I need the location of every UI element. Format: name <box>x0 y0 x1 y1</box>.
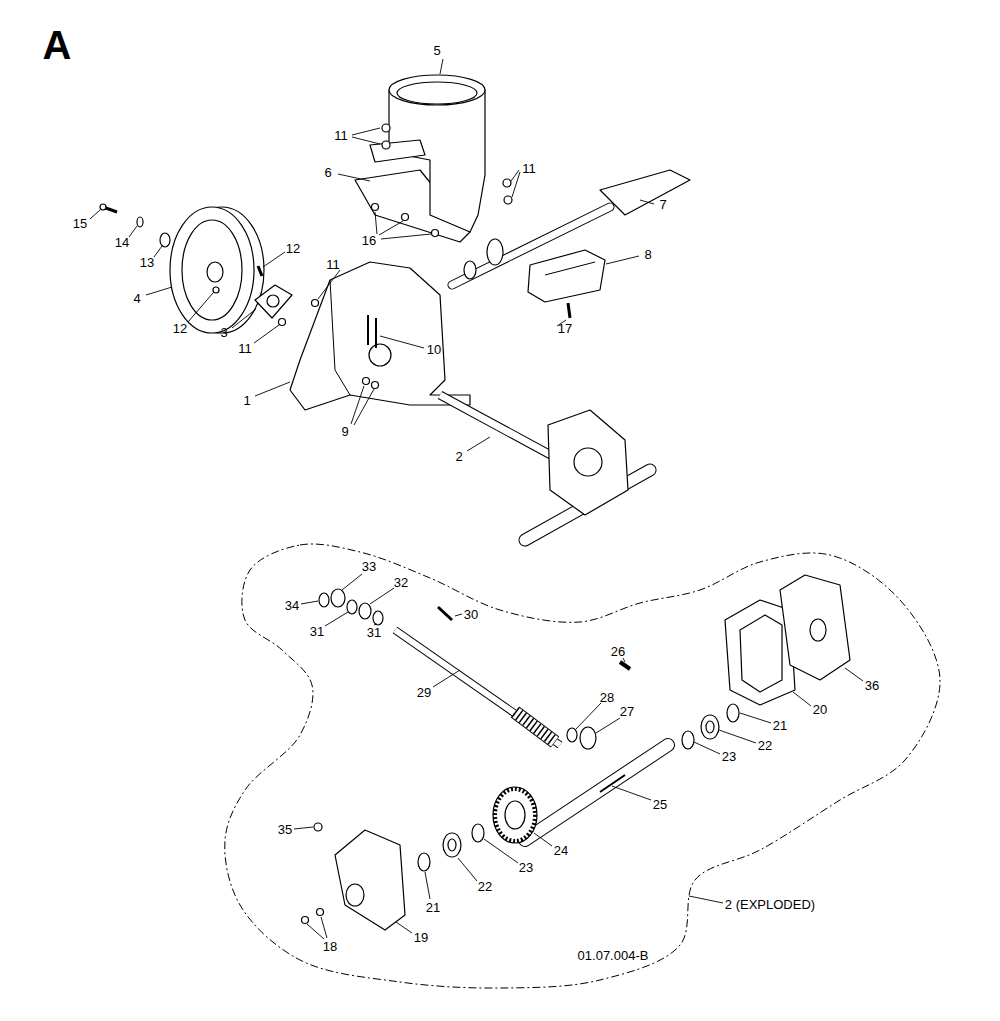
callout-number: 29 <box>417 686 431 699</box>
callout-number: 35 <box>278 823 292 836</box>
handle <box>452 170 690 285</box>
callout-number: 3 <box>220 326 227 339</box>
callout-number: 26 <box>611 645 625 658</box>
chute <box>355 75 512 242</box>
callout-number: 11 <box>326 258 340 271</box>
exploded-parts <box>302 575 851 930</box>
callout-number: 12 <box>173 322 187 335</box>
callout-number: 31 <box>367 626 381 639</box>
callout-number: 6 <box>324 166 331 179</box>
callout-number: 22 <box>758 739 772 752</box>
callout-number: 11 <box>334 129 348 142</box>
figure-letter: A <box>43 25 72 65</box>
callout-number: 16 <box>362 234 376 247</box>
callout-number: 23 <box>722 750 736 763</box>
callout-number: 10 <box>427 343 441 356</box>
callout-number: 11 <box>238 342 252 355</box>
pulley <box>100 204 292 333</box>
callout-number: 25 <box>653 798 667 811</box>
callout-number: 01.07.004-B <box>578 949 649 962</box>
callout-number: 2 (EXPLODED) <box>725 898 815 911</box>
callout-number: 19 <box>414 931 428 944</box>
callout-number: 9 <box>341 425 348 438</box>
callout-number: 5 <box>433 44 440 57</box>
housing <box>290 262 470 410</box>
callout-number: 11 <box>522 162 536 175</box>
callout-number: 1 <box>243 394 250 407</box>
callout-number: 33 <box>362 560 376 573</box>
bracket <box>528 250 605 318</box>
callout-number: 17 <box>558 322 572 335</box>
gearbox <box>440 395 650 540</box>
callout-number: 18 <box>323 940 337 953</box>
callout-number: 32 <box>394 576 408 589</box>
callout-number: 7 <box>659 198 666 211</box>
callout-number: 22 <box>478 880 492 893</box>
callout-number: 30 <box>464 608 478 621</box>
callout-number: 21 <box>773 719 787 732</box>
callout-number: 34 <box>285 599 299 612</box>
callout-number: 20 <box>813 703 827 716</box>
callout-number: 13 <box>140 256 154 269</box>
callout-number: 27 <box>620 705 634 718</box>
callout-number: 23 <box>519 861 533 874</box>
callout-number: 31 <box>310 625 324 638</box>
callout-number: 36 <box>865 679 879 692</box>
callout-number: 12 <box>286 242 300 255</box>
callout-number: 24 <box>554 844 568 857</box>
exploded-boundary <box>225 544 940 988</box>
leader-lines <box>90 59 863 939</box>
callout-number: 28 <box>600 691 614 704</box>
callout-number: 8 <box>644 248 651 261</box>
callout-number: 2 <box>455 450 462 463</box>
callout-number: 4 <box>133 292 140 305</box>
callout-number: 15 <box>73 217 87 230</box>
callout-number: 21 <box>426 901 440 914</box>
callout-number: 14 <box>115 236 129 249</box>
